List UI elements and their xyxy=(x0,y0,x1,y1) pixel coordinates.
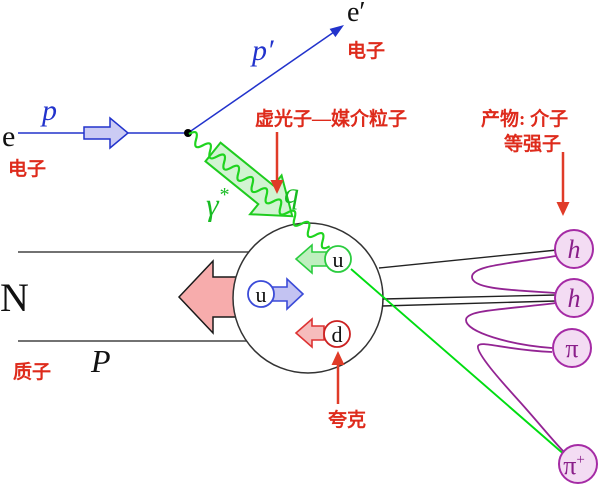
virtual-photon-pointer-arrow xyxy=(270,132,284,194)
photon-momentum-label: q xyxy=(284,177,299,210)
quark-pointer-arrow xyxy=(331,351,345,404)
hadronization-line-3 xyxy=(381,300,557,307)
products-annotation-line1-cn: 产物: 介子 xyxy=(481,107,568,130)
scattered-momentum-label: p′ xyxy=(250,34,274,67)
photon-symbol: γ* xyxy=(206,184,229,222)
hadron-h2-circle xyxy=(554,278,594,318)
hadronization-line-2 xyxy=(382,294,557,300)
quark-d-circle xyxy=(323,320,351,348)
electron-symbol: e xyxy=(2,120,15,153)
scattered-electron-line xyxy=(187,31,335,134)
quark-d-label: d xyxy=(332,322,343,347)
scattered-electron-name-cn: 电子 xyxy=(347,39,385,62)
quark-annotation-cn: 夸克 xyxy=(328,408,366,431)
electron-momentum-arrow xyxy=(83,116,130,150)
products-pointer-arrow xyxy=(556,152,570,216)
hadron-pi-plus-circle xyxy=(558,444,598,484)
struck-quark-line xyxy=(350,268,567,457)
fragmentation-string-3 xyxy=(477,343,566,454)
interaction-vertex-dot xyxy=(184,129,192,137)
nucleon-momentum-label: P xyxy=(90,343,111,379)
scattered-electron-arrowhead xyxy=(329,25,344,38)
electron-momentum-label: p xyxy=(40,94,57,127)
nucleon-symbol: N xyxy=(0,275,29,320)
electron-name-cn: 电子 xyxy=(8,157,46,180)
quark-u-label: u xyxy=(256,282,267,307)
hadron-pi-circle xyxy=(552,328,592,368)
hadron-h1-label: h xyxy=(568,235,581,264)
hadron-pi-label: π xyxy=(565,334,578,363)
fragmentation-string-2 xyxy=(465,302,557,349)
photon-wave xyxy=(188,130,331,250)
hadron-h2-label: h xyxy=(568,284,581,313)
virtual-photon-annotation-cn: 虚光子—媒介粒子 xyxy=(255,107,407,130)
fragmentation-string-1 xyxy=(471,255,557,294)
quark-u-struck-label: u xyxy=(333,247,344,272)
nucleon-name-cn: 质子 xyxy=(13,361,51,383)
quark-u-circle xyxy=(247,280,275,308)
scattered-electron-symbol: e′ xyxy=(347,0,366,28)
quark-u-struck-circle xyxy=(324,245,352,273)
products-annotation-line2-cn: 等强子 xyxy=(503,132,561,155)
hadron-h1-circle xyxy=(554,229,594,269)
hadronization-line-1 xyxy=(378,249,558,269)
hadron-pi-plus-label: π+ xyxy=(563,451,585,480)
